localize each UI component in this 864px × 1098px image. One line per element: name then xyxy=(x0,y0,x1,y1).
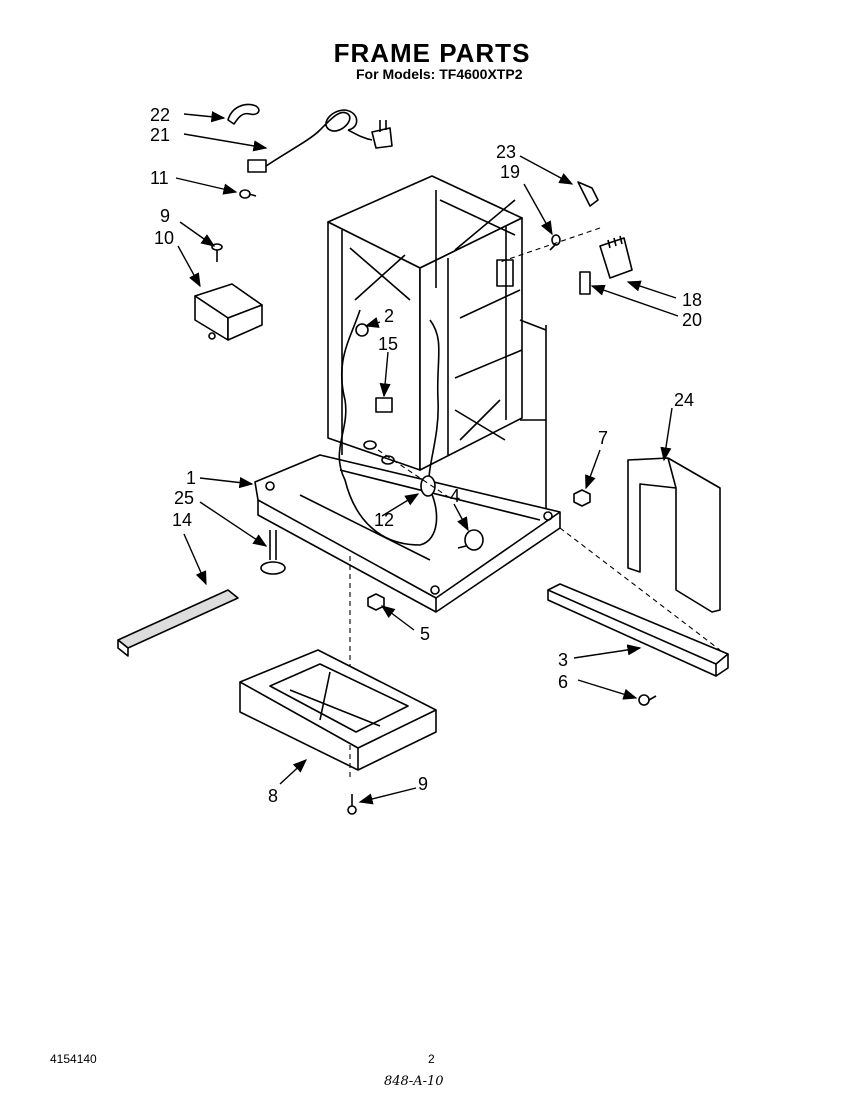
callout-24: 24 xyxy=(674,390,694,410)
callout-3: 3 xyxy=(558,650,568,670)
screw-9-bottom xyxy=(347,794,357,815)
page-title: FRAME PARTS xyxy=(333,38,531,68)
frame-parts-diagram: 22 21 11 9 10 23 19 18 20 2 15 24 7 1 25… xyxy=(117,103,729,815)
callout-20: 20 xyxy=(682,310,702,330)
screw-19 xyxy=(549,234,561,251)
callout-1: 1 xyxy=(186,468,196,488)
callout-18: 18 xyxy=(682,290,702,310)
nut-7 xyxy=(573,489,591,507)
callout-8: 8 xyxy=(268,786,278,806)
screw-23 xyxy=(577,181,599,207)
callout-19: 19 xyxy=(500,162,520,182)
document-number: 4154140 xyxy=(50,1052,97,1066)
screw-9-top xyxy=(211,243,223,262)
nut-5 xyxy=(367,593,385,611)
callout-25: 25 xyxy=(174,488,194,508)
leveling-foot-25 xyxy=(260,530,286,575)
page-number: 2 xyxy=(428,1052,435,1066)
base-pan-8 xyxy=(239,649,437,771)
callout-5: 5 xyxy=(420,624,430,644)
cabinet-frame xyxy=(254,175,561,613)
callout-6: 6 xyxy=(558,672,568,692)
callout-10: 10 xyxy=(154,228,174,248)
callout-9-top: 9 xyxy=(160,206,170,226)
callout-23: 23 xyxy=(496,142,516,162)
rail-3 xyxy=(547,583,729,677)
gasket-strip-14 xyxy=(117,589,239,657)
power-cord xyxy=(247,109,393,173)
side-panel-24 xyxy=(627,457,721,613)
callout-11: 11 xyxy=(150,168,169,188)
callout-14: 14 xyxy=(172,510,192,530)
callout-9-bottom: 9 xyxy=(418,774,428,794)
callout-7: 7 xyxy=(598,428,608,448)
models-subtitle: For Models: TF4600XTP2 xyxy=(356,66,523,82)
callout-22: 22 xyxy=(150,105,170,125)
callout-15: 15 xyxy=(378,334,398,354)
callout-21: 21 xyxy=(150,125,170,145)
callout-12: 12 xyxy=(374,510,394,530)
callout-2: 2 xyxy=(384,306,394,326)
cord-clamp xyxy=(227,103,260,125)
bracket-20 xyxy=(579,271,591,295)
callout-4: 4 xyxy=(450,486,460,506)
screw-11 xyxy=(239,189,257,199)
handwritten-code: 848-A-10 xyxy=(384,1074,444,1089)
screw-6 xyxy=(638,694,657,706)
switch-18 xyxy=(599,235,633,279)
bracket-10 xyxy=(194,283,263,341)
